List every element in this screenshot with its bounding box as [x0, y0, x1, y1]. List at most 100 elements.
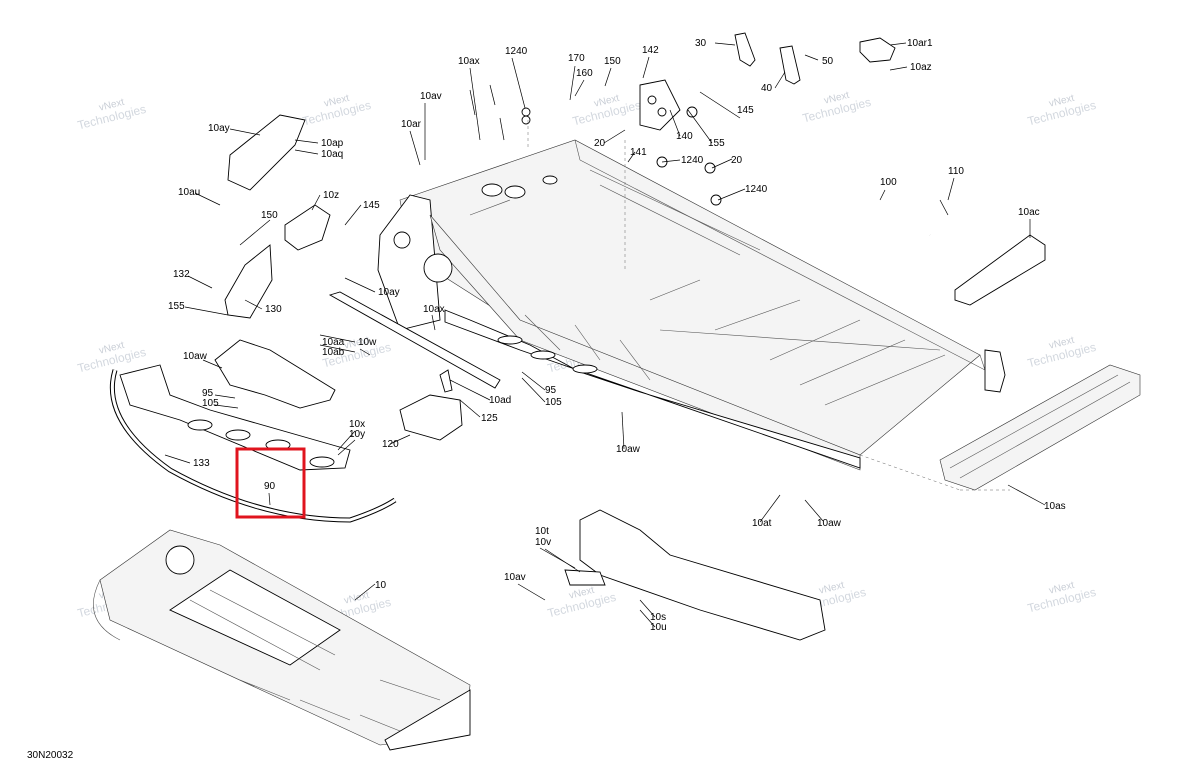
callout-label: 132	[173, 269, 190, 280]
callout-label: 10ap	[321, 138, 344, 149]
leader-line	[687, 109, 713, 144]
leader-line	[603, 129, 626, 144]
callout-label: 133	[193, 458, 210, 469]
leader-line	[1007, 484, 1046, 506]
leader-line	[521, 377, 546, 403]
leader-line	[517, 583, 546, 601]
leader-line	[319, 344, 356, 353]
leader-line	[621, 411, 625, 450]
callout-label: 105	[545, 397, 562, 408]
callout-label: 10as	[1044, 501, 1066, 512]
callout-label: 150	[604, 56, 621, 67]
callout-label: 10at	[752, 518, 772, 529]
callout-label: 1240	[505, 46, 528, 57]
bracket-10ap	[227, 114, 306, 191]
leader-line	[699, 91, 741, 119]
callout-label: 10av	[504, 572, 526, 583]
reinforcement-10s	[564, 509, 826, 641]
callout-labels: 10ax124017016015014230405010ar110az10av1…	[168, 38, 1066, 633]
callout-label: 10ad	[489, 395, 511, 406]
tunnel-main	[377, 139, 1006, 471]
callout-label: 20	[731, 155, 743, 166]
callout-label: 10ay	[378, 287, 400, 298]
callout-label: 10ab	[322, 347, 345, 358]
leader-line	[449, 379, 491, 401]
leader-line	[229, 128, 261, 136]
callout-label: 130	[265, 304, 282, 315]
callout-label: 140	[676, 131, 693, 142]
callout-label: 20	[594, 138, 606, 149]
leader-line	[187, 275, 213, 289]
leader-line	[774, 71, 786, 89]
leader-line	[194, 192, 221, 206]
tunnel-assembly-10	[93, 529, 471, 751]
leader-line	[409, 130, 421, 166]
leader-line	[431, 314, 436, 331]
callout-label: 155	[708, 138, 725, 149]
callout-label: 10aw	[817, 518, 842, 529]
callout-label: 10t	[535, 526, 549, 537]
callout-label: 1240	[745, 184, 768, 195]
callout-label: 142	[642, 45, 659, 56]
leader-line	[239, 219, 271, 246]
loop-bar-100	[689, 77, 932, 236]
callout-label: 10s	[650, 612, 666, 623]
bracket-10ac	[954, 234, 1046, 306]
callout-label: 10ax	[423, 304, 445, 315]
leader-line	[669, 109, 681, 137]
callout-label: 10ac	[1018, 207, 1040, 218]
callout-label: 40	[761, 83, 773, 94]
callout-label: 125	[481, 413, 498, 424]
callout-label: 10az	[910, 62, 932, 73]
leader-line	[344, 277, 376, 293]
leader-line	[642, 56, 650, 79]
leader-lines	[164, 42, 1046, 628]
leader-line	[759, 494, 781, 523]
callout-label: 10v	[535, 537, 551, 548]
leader-line	[889, 42, 907, 46]
leader-line	[627, 151, 636, 163]
leader-line	[604, 67, 612, 87]
callout-label: 120	[382, 439, 399, 450]
bracket-10ad	[439, 369, 453, 393]
bracket-10ar1	[859, 37, 896, 63]
running-board-10as	[939, 364, 1141, 491]
leader-line	[947, 177, 955, 201]
leader-line	[294, 139, 319, 144]
leader-line	[639, 609, 656, 628]
leader-line	[202, 359, 223, 369]
callout-label: 10ay	[208, 123, 230, 134]
leader-line	[244, 299, 263, 310]
callout-label: 141	[630, 147, 647, 158]
footrest-120	[399, 394, 463, 441]
leader-line	[804, 499, 824, 522]
callout-label: 145	[737, 105, 754, 116]
callout-label: 150	[261, 210, 278, 221]
leader-line	[717, 188, 746, 201]
callout-label: 10	[375, 580, 387, 591]
leader-line	[879, 189, 886, 201]
leader-line	[294, 149, 319, 155]
callout-label: 10w	[358, 337, 377, 348]
leader-line	[319, 334, 356, 343]
callout-label: 90	[264, 481, 276, 492]
leader-line	[804, 54, 819, 61]
callout-label: 95	[545, 385, 557, 396]
callout-label: 10au	[178, 187, 200, 198]
bar-90	[109, 369, 397, 523]
callout-label: 145	[363, 200, 380, 211]
leader-line	[711, 158, 733, 169]
callout-label: 160	[576, 68, 593, 79]
leader-line	[337, 439, 356, 456]
callout-label: 10aa	[322, 337, 345, 348]
leader-line	[639, 599, 656, 618]
callout-label: 105	[202, 398, 219, 409]
callout-label: 10ax	[458, 56, 480, 67]
callout-label: 10aw	[183, 351, 208, 362]
